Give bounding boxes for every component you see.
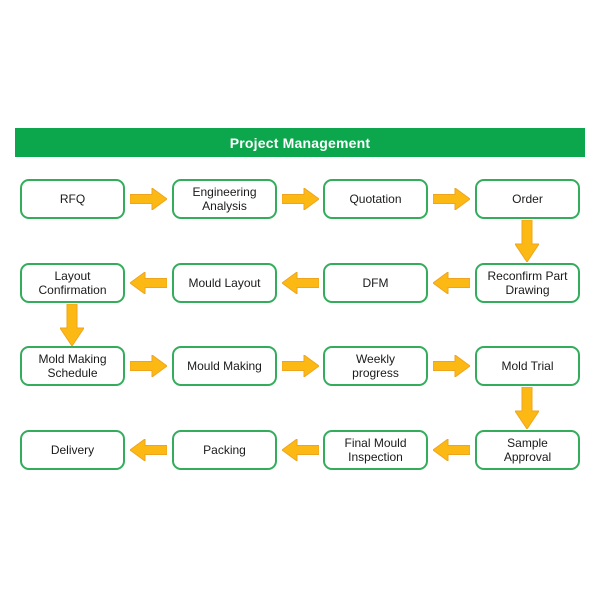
box-label: Reconfirm Part Drawing [487, 268, 568, 297]
box-label: Engineering Analysis [192, 184, 257, 213]
box-reconfirm-part-drawing: Reconfirm Part Drawing [475, 263, 580, 303]
box-delivery: Delivery [20, 430, 125, 470]
left-arrow-icon [129, 271, 168, 295]
flow-arrow-down [59, 303, 85, 347]
box-weekly-progress: Weekly progress [323, 346, 428, 386]
box-sample-approval: Sample Approval [475, 430, 580, 470]
flow-arrow-right [129, 354, 168, 378]
box-label: Weekly progress [352, 351, 399, 380]
left-arrow-icon [432, 271, 471, 295]
box-order: Order [475, 179, 580, 219]
flow-arrow-left [129, 438, 168, 462]
box-final-mould-inspection: Final Mould Inspection [323, 430, 428, 470]
flow-arrow-right [432, 187, 471, 211]
flow-arrow-down [514, 219, 540, 263]
left-arrow-icon [281, 271, 320, 295]
box-label: Sample Approval [503, 435, 552, 464]
box-label: Mold Trial [501, 358, 554, 373]
box-packing: Packing [172, 430, 277, 470]
box-label: Mould Layout [188, 275, 261, 290]
box-mould-layout: Mould Layout [172, 263, 277, 303]
box-label: Delivery [50, 442, 95, 457]
box-layout-confirmation: Layout Confirmation [20, 263, 125, 303]
box-label: Mold Making Schedule [38, 351, 107, 380]
right-arrow-icon [432, 187, 471, 211]
title-banner: Project Management [15, 128, 585, 157]
box-label: Order [512, 191, 543, 206]
page-title: Project Management [229, 134, 371, 151]
flow-arrow-left [432, 271, 471, 295]
box-engineering-analysis: Engineering Analysis [172, 179, 277, 219]
flow-arrow-down [514, 386, 540, 430]
box-label: DFM [362, 275, 389, 290]
box-label: Packing [203, 442, 246, 457]
flow-arrow-right [281, 354, 320, 378]
right-arrow-icon [281, 187, 320, 211]
left-arrow-icon [129, 438, 168, 462]
box-rfq: RFQ [20, 179, 125, 219]
box-label: Final Mould Inspection [344, 435, 407, 464]
box-mold-trial: Mold Trial [475, 346, 580, 386]
right-arrow-icon [432, 354, 471, 378]
box-dfm: DFM [323, 263, 428, 303]
right-arrow-icon [129, 187, 168, 211]
flow-arrow-left [281, 271, 320, 295]
flow-arrow-left [432, 438, 471, 462]
box-label: Quotation [349, 191, 402, 206]
box-label: Mould Making [187, 358, 262, 373]
down-arrow-icon [514, 386, 540, 430]
box-mold-making-schedule: Mold Making Schedule [20, 346, 125, 386]
box-label: Layout Confirmation [38, 268, 107, 297]
flow-arrow-right [281, 187, 320, 211]
box-label: RFQ [59, 191, 86, 206]
flow-arrow-left [281, 438, 320, 462]
left-arrow-icon [281, 438, 320, 462]
left-arrow-icon [432, 438, 471, 462]
box-mould-making: Mould Making [172, 346, 277, 386]
flow-arrow-right [432, 354, 471, 378]
flow-arrow-right [129, 187, 168, 211]
down-arrow-icon [514, 219, 540, 263]
right-arrow-icon [129, 354, 168, 378]
down-arrow-icon [59, 303, 85, 347]
right-arrow-icon [281, 354, 320, 378]
flow-arrow-left [129, 271, 168, 295]
box-quotation: Quotation [323, 179, 428, 219]
